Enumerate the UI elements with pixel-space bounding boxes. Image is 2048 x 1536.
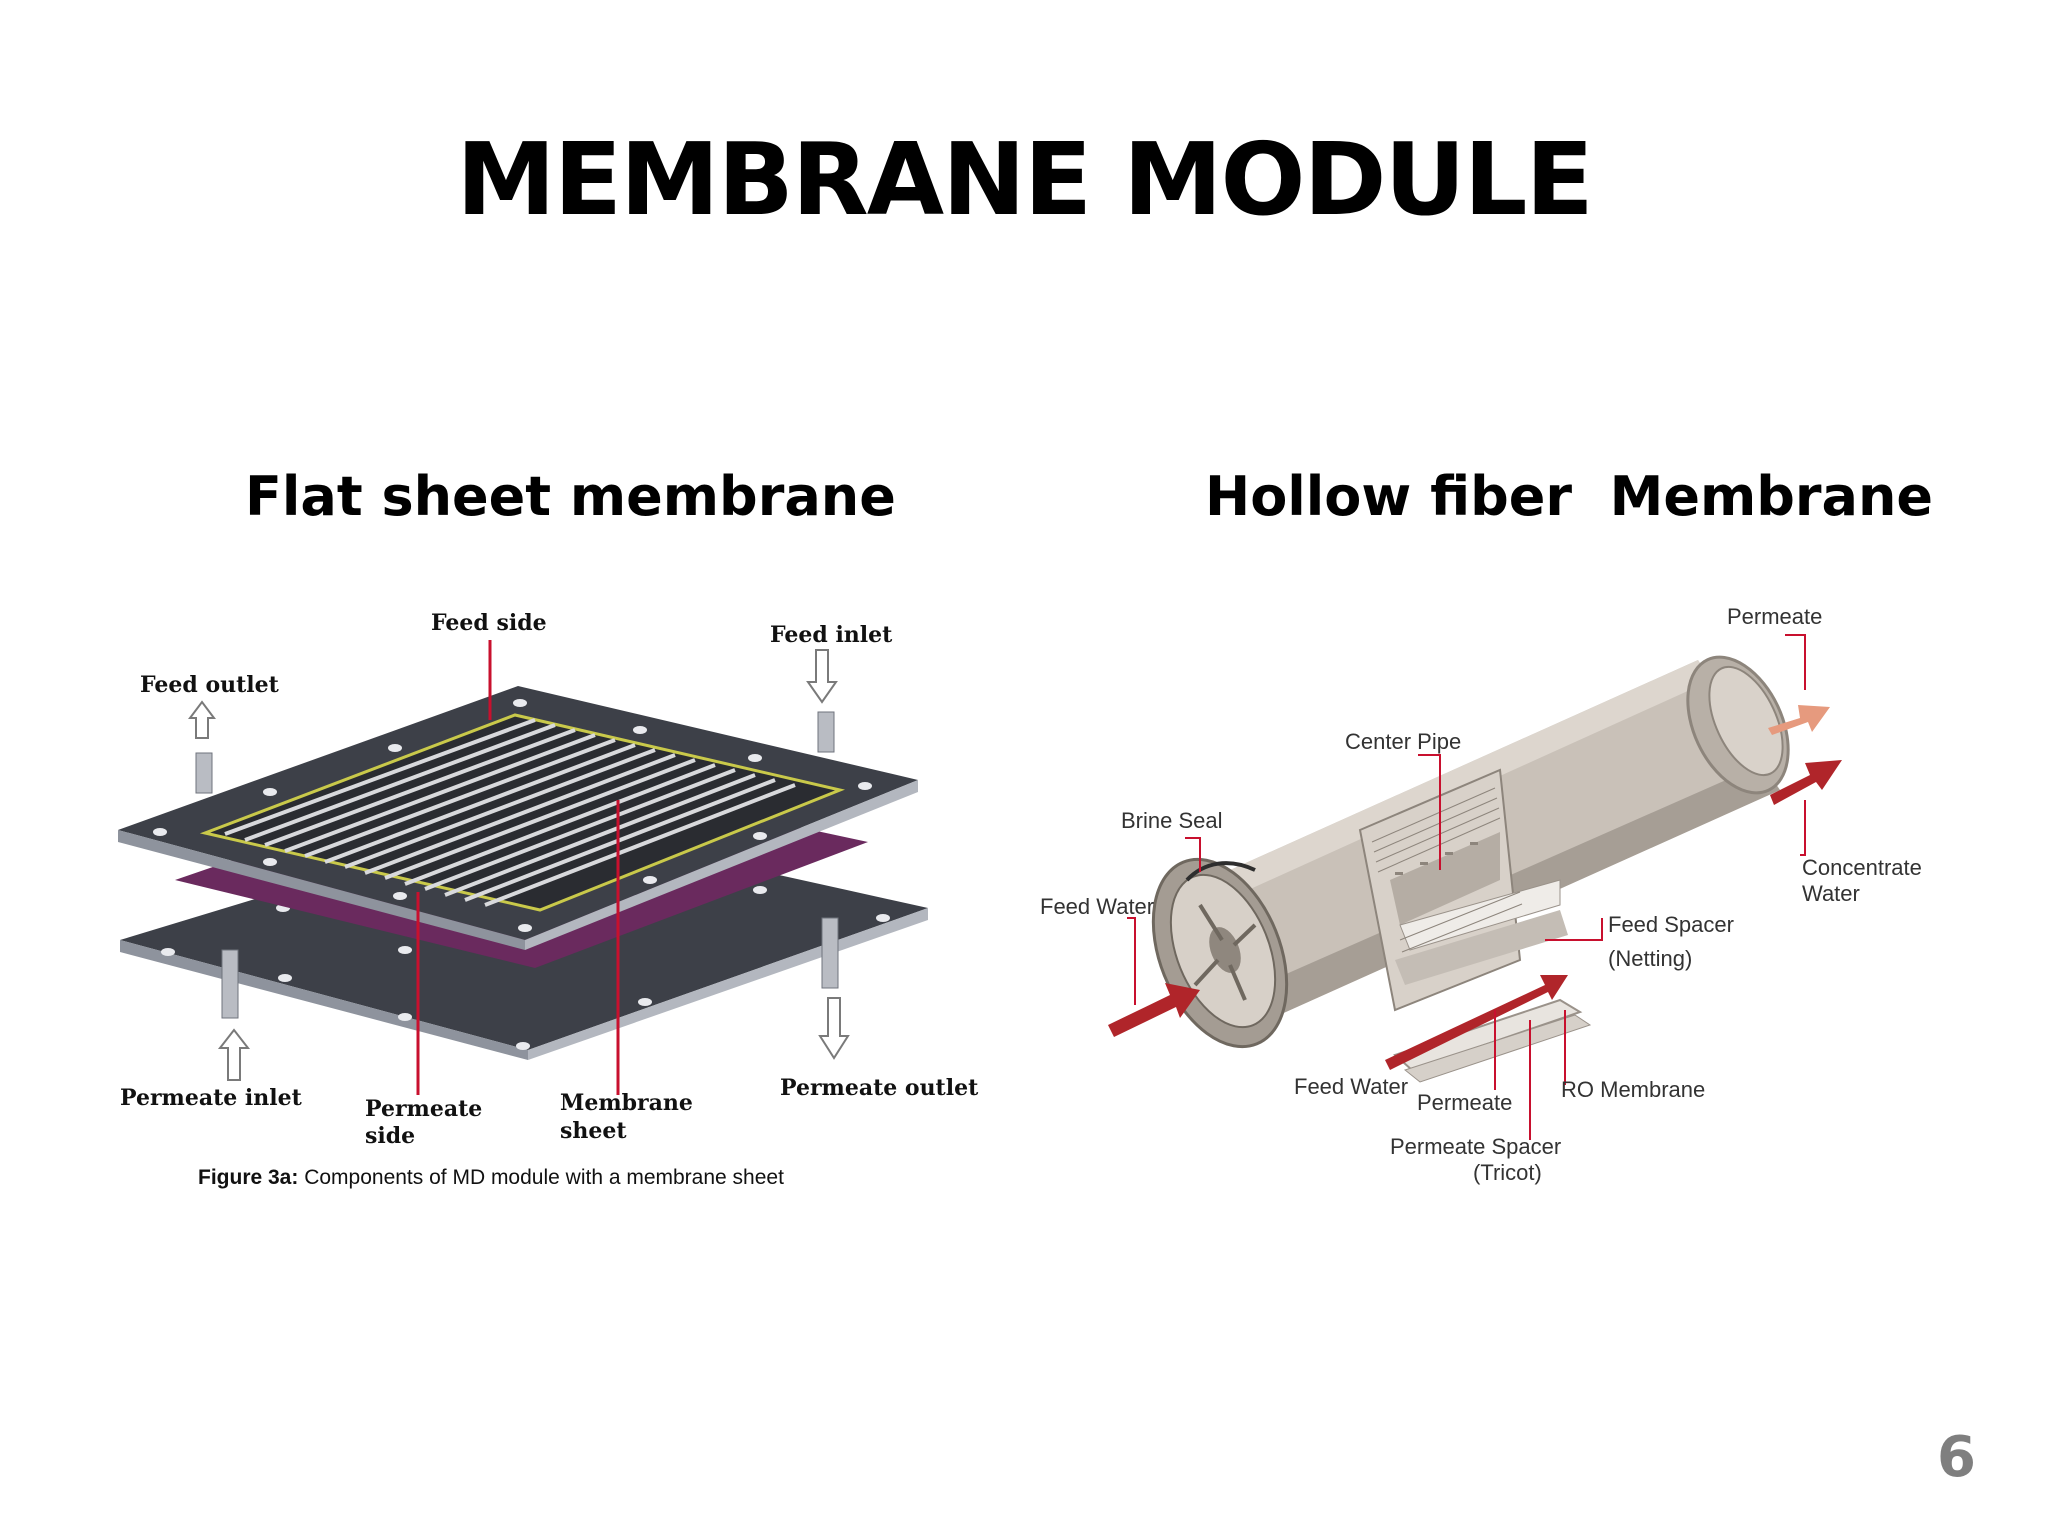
feed-inlet-arrow (806, 649, 838, 704)
feed-water-arrow-bottom (1385, 975, 1568, 1070)
center-pipe-leader (1418, 754, 1441, 870)
feed-spacer-label-line1: Feed Spacer (1608, 912, 1734, 937)
permeate-leader (1785, 634, 1806, 690)
concentrate-label-line1: Concentrate (1802, 855, 1922, 880)
permeate-side-label-line2: side (365, 1123, 415, 1149)
brine-seal-leader (1185, 837, 1201, 872)
permeate-top-label: Permeate (1727, 604, 1822, 629)
feed-outlet-label: Feed outlet (140, 672, 280, 698)
brine-seal-label: Brine Seal (1121, 808, 1223, 833)
permeate-outlet-arrow (818, 997, 850, 1060)
ro-membrane-label: RO Membrane (1561, 1077, 1705, 1102)
concentrate-label-line2: Water (1802, 881, 1860, 906)
feed-water-left-label: Feed Water (1040, 894, 1154, 919)
top-plate (118, 686, 918, 950)
permeate-bottom-label: Permeate (1417, 1090, 1512, 1115)
hollow-fiber-flow-arrows (1108, 705, 1842, 1070)
permeate-side-label-line1: Permeate (365, 1096, 482, 1122)
cutaway-section (1358, 768, 1592, 1083)
figure-caption-number: Figure 3a: (198, 1166, 298, 1189)
hollow-fiber-heading: Hollow fiber Membrane (1205, 465, 1934, 528)
permeate-spacer-label-line2: (Tricot) (1473, 1160, 1542, 1185)
feed-inlet-label: Feed inlet (770, 622, 893, 648)
slide-title: MEMBRANE MODULE (456, 121, 1594, 238)
flow-arrows (188, 649, 850, 1081)
leader-lines (416, 640, 620, 1095)
permeate-inlet-arrow (217, 1028, 251, 1081)
figure-caption: Figure 3a: Components of MD module with … (198, 1166, 784, 1189)
feed-side-label: Feed side (431, 610, 547, 636)
feed-end-cap (1151, 857, 1289, 1049)
hollow-fiber-leaders (1127, 634, 1806, 1140)
center-pipe-label: Center Pipe (1345, 729, 1461, 754)
permeate-arrow (1768, 705, 1830, 735)
feed-spacer-label-line2: (Netting) (1608, 946, 1692, 971)
feed-water-bottom-label: Feed Water (1294, 1074, 1408, 1099)
concentrate-arrow (1770, 760, 1842, 805)
permeate-inlet-label: Permeate inlet (120, 1085, 303, 1111)
permeate-outlet-label: Permeate outlet (780, 1075, 979, 1101)
page-number: 6 (1937, 1425, 1976, 1490)
feed-spacer-leader (1545, 918, 1603, 941)
concentrate-leader (1800, 800, 1806, 856)
feed-water-leader (1127, 917, 1136, 1005)
membrane-sheet-label-line2: sheet (560, 1118, 627, 1144)
figure-caption-text: Components of MD module with a membrane … (298, 1166, 784, 1189)
permeate-spacer-label-line1: Permeate Spacer (1390, 1134, 1561, 1159)
membrane-sheet-label-line1: Membrane (560, 1090, 693, 1116)
flat-sheet-heading: Flat sheet membrane (245, 465, 896, 528)
feed-water-arrow-left (1108, 983, 1200, 1037)
ports (195, 711, 839, 1019)
feed-outlet-arrow (188, 700, 216, 739)
